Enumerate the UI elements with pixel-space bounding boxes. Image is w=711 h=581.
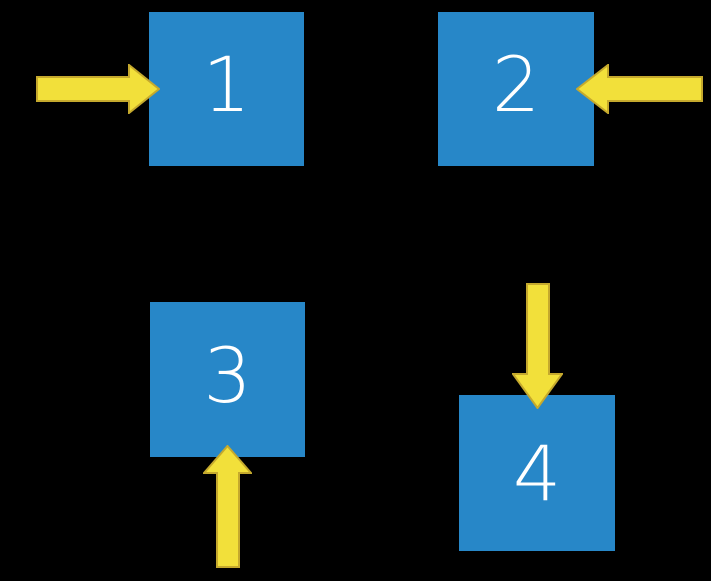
square-4: 4 (459, 395, 615, 551)
square-3: 3 (150, 302, 305, 457)
square-2-label: 2 (491, 40, 541, 129)
square-3-label: 3 (203, 330, 252, 420)
square-4-label: 4 (512, 429, 562, 518)
arrow-up-icon (203, 445, 252, 568)
arrow-right-icon (36, 64, 160, 114)
arrow-down-icon (512, 283, 563, 409)
square-2: 2 (438, 12, 594, 166)
square-1: 1 (149, 12, 304, 166)
square-1-label: 1 (202, 40, 251, 129)
arrow-left-icon (576, 64, 703, 114)
